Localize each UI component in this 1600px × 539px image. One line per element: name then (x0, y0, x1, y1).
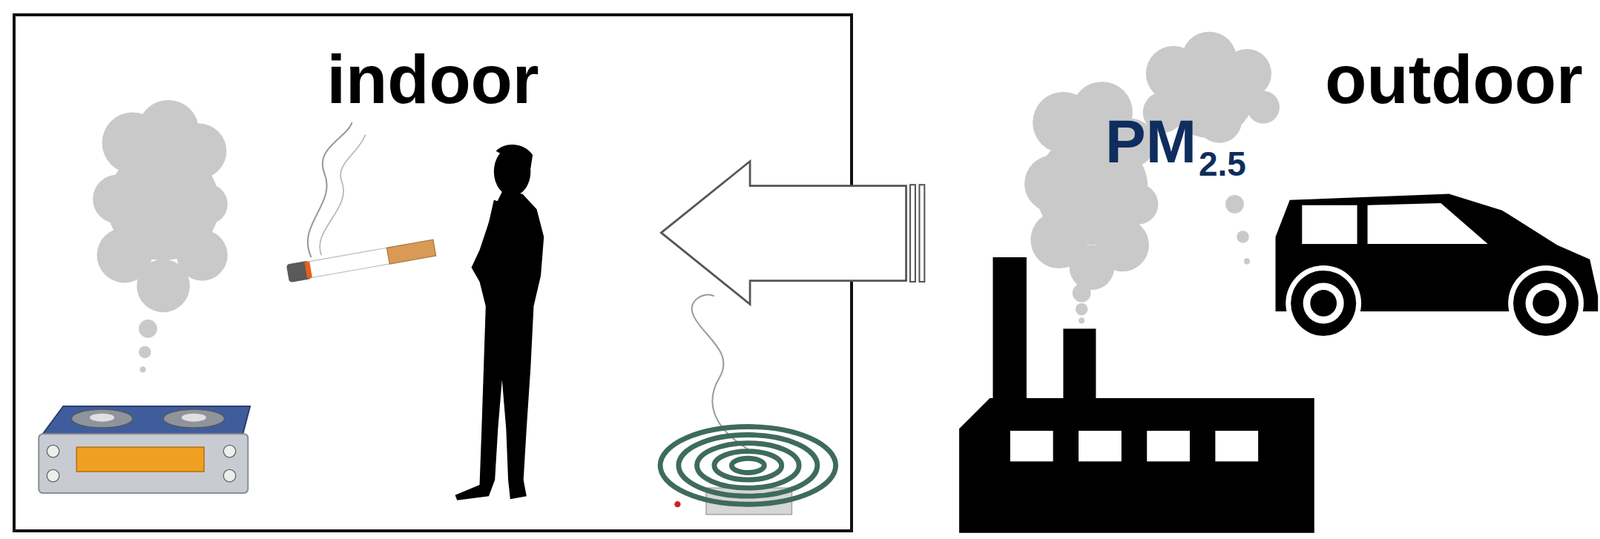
gas-stove (38, 406, 250, 494)
stove-window (76, 447, 204, 472)
stove-knob (223, 469, 236, 483)
car-window (1301, 205, 1357, 245)
factory-window (1010, 430, 1054, 462)
cloud-puff (1222, 48, 1272, 98)
wheel-arch (1508, 265, 1584, 342)
cloud-bubble (1072, 284, 1092, 303)
short-chimney (1062, 328, 1096, 406)
cigarette-ember (304, 261, 313, 279)
car-wheel (1513, 270, 1579, 337)
cloud-puff (1024, 155, 1082, 213)
coil-ember (674, 501, 681, 508)
stove-front (38, 433, 248, 494)
wheel-hub (1309, 290, 1337, 317)
cloud-bubble (1075, 303, 1089, 316)
car (1275, 194, 1599, 342)
factory-window (1078, 430, 1122, 462)
wheel-rim (1303, 282, 1345, 324)
outdoor-label: outdoor (1324, 45, 1583, 114)
cloud-bubble (138, 346, 152, 360)
stove-knob (46, 445, 60, 458)
cloud-bubble (1243, 258, 1250, 265)
car-pillar (1361, 203, 1368, 247)
pollutant-subscript: 2.5 (1198, 146, 1247, 181)
stove-knob (223, 445, 236, 458)
wheel-rim (1525, 282, 1567, 324)
cloud-puff (92, 174, 142, 224)
stove-knob (46, 469, 60, 483)
cloud-bubble (1225, 195, 1244, 214)
pollutant-label: PM (1105, 111, 1197, 173)
cloud-bubble (138, 319, 158, 339)
stove-top (43, 406, 250, 434)
cloud-puff (171, 123, 227, 179)
burner (163, 409, 225, 429)
burner (71, 409, 133, 429)
arrow-tail-line (919, 184, 925, 282)
car-window (1367, 203, 1488, 245)
cloud-puff (136, 259, 190, 314)
factory (959, 257, 1315, 534)
cloud-puff (1197, 97, 1243, 144)
cloud-puff (1246, 91, 1280, 124)
cloud-puff (1069, 244, 1115, 291)
arrow-tail-line (910, 184, 916, 282)
burner-cap (181, 413, 207, 423)
cloud-bubble (1078, 317, 1085, 324)
cloud-puff (186, 183, 228, 225)
box-heading: indoor (15, 45, 851, 114)
cloud-bubble (139, 366, 146, 373)
factory-window (1215, 430, 1259, 462)
burner-cap (89, 413, 115, 423)
car-wheel (1290, 270, 1356, 337)
cloud-bubble (1236, 230, 1250, 244)
tall-chimney (992, 257, 1026, 406)
cloud-puff (1117, 183, 1158, 225)
factory-building (959, 398, 1315, 534)
wheel-hub (1532, 290, 1560, 317)
wheel-arch (1285, 265, 1362, 342)
factory-window (1146, 430, 1190, 462)
